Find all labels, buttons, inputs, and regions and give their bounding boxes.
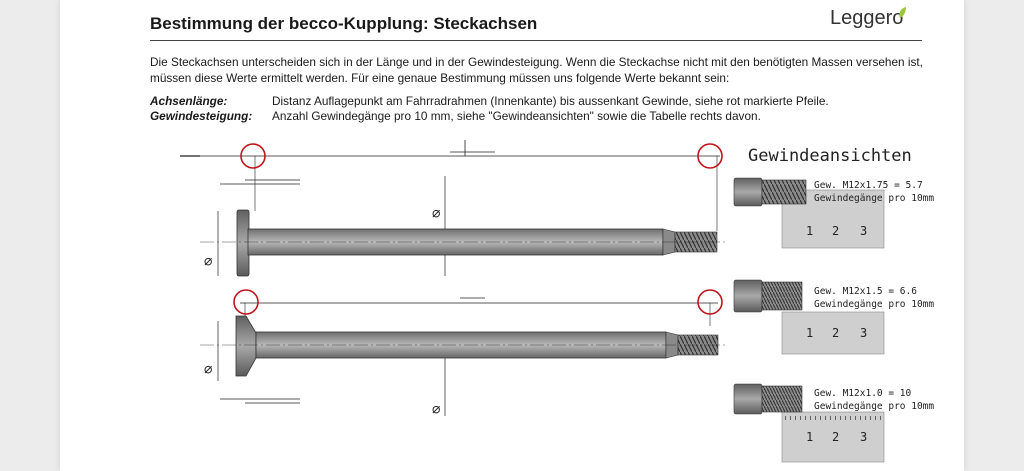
ruler-label: 3 <box>860 430 867 444</box>
technical-drawing: ⌀ ⌀ ⌀ ⌀ <box>180 140 934 463</box>
definition-text: Anzahl Gewindegänge pro 10 mm, siehe "Ge… <box>272 109 761 123</box>
thread-view-1: 1 2 3 Gew. M12x1.75 = 5.7 Gewindegänge p… <box>733 177 934 249</box>
thread-spec: Gew. M12x1.0 = 10 <box>814 388 912 399</box>
brand-logo: Leggero <box>830 7 904 29</box>
definition-text: Distanz Auflagepunkt am Fahrradrahmen (I… <box>272 94 829 108</box>
axle-drawing-1: ⌀ ⌀ <box>180 140 725 277</box>
leaf-icon <box>899 7 906 18</box>
document-page: Bestimmung der becco-Kupplung: Steckachs… <box>60 0 964 471</box>
title-divider <box>150 40 922 41</box>
diameter-symbol: ⌀ <box>432 402 441 418</box>
ruler-label: 3 <box>860 224 867 238</box>
ruler-label: 1 <box>806 430 813 444</box>
thread-spec: Gew. M12x1.5 = 6.6 <box>814 286 917 297</box>
intro-paragraph: Die Steckachsen unterscheiden sich in de… <box>150 55 923 85</box>
axle-drawing-2: ⌀ ⌀ <box>200 289 725 418</box>
thread-view-3: 1 2 3 Gew. M12x1.0 = 10 Gewindegänge pro… <box>733 383 934 463</box>
ruler-label: 1 <box>806 224 813 238</box>
diameter-symbol: ⌀ <box>204 254 213 270</box>
thread-note: Gewindegänge pro 10mm <box>814 299 934 310</box>
ruler-label: 2 <box>832 430 839 444</box>
ruler-label: 3 <box>860 326 867 340</box>
definition-term: Achsenlänge: <box>150 94 228 108</box>
diameter-symbol: ⌀ <box>432 206 441 222</box>
thread-views-heading: Gewindeansichten <box>748 146 912 166</box>
thread-spec: Gew. M12x1.75 = 5.7 <box>814 180 923 191</box>
thread-note: Gewindegänge pro 10mm <box>814 401 934 412</box>
thread-view-2: 1 2 3 Gew. M12x1.5 = 6.6 Gewindegänge pr… <box>733 279 934 355</box>
ruler-label: 2 <box>832 224 839 238</box>
thread-note: Gewindegänge pro 10mm <box>814 193 934 204</box>
diameter-symbol: ⌀ <box>204 362 213 378</box>
page-title: Bestimmung der becco-Kupplung: Steckachs… <box>150 14 538 33</box>
ruler-label: 2 <box>832 326 839 340</box>
ruler-label: 1 <box>806 326 813 340</box>
definition-term: Gewindesteigung: <box>150 109 253 123</box>
